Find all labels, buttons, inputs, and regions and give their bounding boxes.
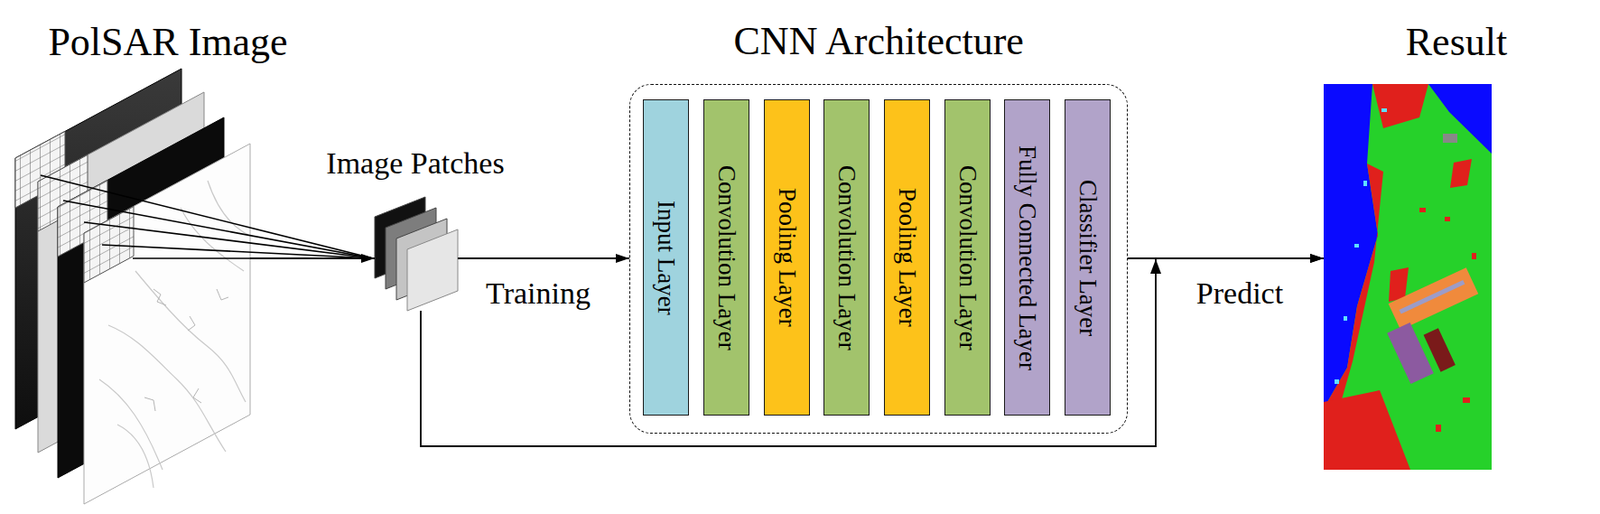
layer-label: Convolution Layer: [834, 165, 859, 351]
other-class: [1423, 327, 1456, 372]
speck: [1462, 397, 1470, 403]
layer-box: Pooling Layer: [763, 99, 810, 416]
polsar-layers: [15, 68, 251, 504]
other-class: [1442, 133, 1458, 143]
coast-specks: [1334, 108, 1387, 384]
image-patch: [407, 229, 458, 311]
speck: [1381, 108, 1387, 112]
leader-line: [83, 222, 373, 259]
speck: [1419, 207, 1426, 213]
layer-box: Pooling Layer: [883, 99, 931, 416]
node-heading: CNN Architecture: [734, 21, 1024, 62]
speck: [1435, 424, 1442, 432]
vegetation-class: [1323, 83, 1492, 470]
layer-box: Convolution Layer: [823, 99, 870, 416]
flow-arrow: [457, 257, 630, 260]
flow-arrow: [420, 258, 1324, 447]
speck: [1363, 180, 1368, 187]
leader-line: [102, 244, 373, 259]
layer-label: Convolution Layer: [714, 165, 739, 351]
leader-line: [40, 175, 373, 259]
image-stack: PolSAR Image: [15, 68, 251, 504]
patch-leader-lines: [40, 175, 373, 259]
other-class: [1386, 322, 1434, 384]
layer-box: Classifier Layer: [1064, 99, 1111, 416]
urban-specks: [1419, 207, 1477, 432]
classification-map-art: [1323, 83, 1492, 470]
leader-line: [132, 257, 251, 260]
node-heading: Result: [1405, 22, 1507, 63]
urban-class: [1323, 390, 1411, 470]
layer-label: Input Layer: [653, 200, 679, 316]
water-class: [1323, 83, 1492, 470]
speck: [1354, 243, 1359, 248]
image-layer: [83, 143, 251, 504]
urban-class: [1450, 158, 1472, 188]
layer-box: Convolution Layer: [703, 99, 750, 416]
layer-label: Pooling Layer: [774, 187, 800, 327]
layer-label: Pooling Layer: [894, 187, 920, 327]
image-texture: [144, 288, 229, 411]
layer-label: Convolution Layer: [955, 165, 980, 351]
urban-class: [1323, 163, 1384, 425]
runway-class: [1399, 279, 1466, 314]
node-heading: PolSAR Image: [47, 22, 288, 63]
node-heading: Image Patches: [325, 148, 504, 179]
flow-arrow: [250, 257, 375, 260]
layer-label: Classifier Layer: [1075, 179, 1100, 336]
layer-box: Fully Connected Layer: [1004, 99, 1051, 416]
merge-arrowhead: [1150, 259, 1162, 274]
speck: [1444, 216, 1451, 222]
classification-map: Result: [1323, 83, 1492, 470]
layer-box: Convolution Layer: [944, 99, 991, 416]
layer-box: Input Layer: [642, 99, 689, 416]
flow-arrow: [1127, 257, 1324, 260]
speck: [1471, 252, 1477, 260]
speck: [1334, 379, 1340, 384]
patch-stack-art: [374, 196, 458, 311]
cnn-container: Input Layer Convolution Layer Pooling Laye…: [629, 83, 1128, 434]
patch-stack: Image Patches: [374, 196, 458, 311]
layer-label: Fully Connected Layer: [1014, 145, 1040, 371]
leader-line: [63, 200, 373, 259]
airport-class: [1388, 267, 1480, 330]
speck: [1343, 316, 1348, 321]
urban-class: [1372, 83, 1429, 129]
edge-label: Predict: [1196, 278, 1284, 309]
edge-label: Training: [485, 278, 591, 309]
